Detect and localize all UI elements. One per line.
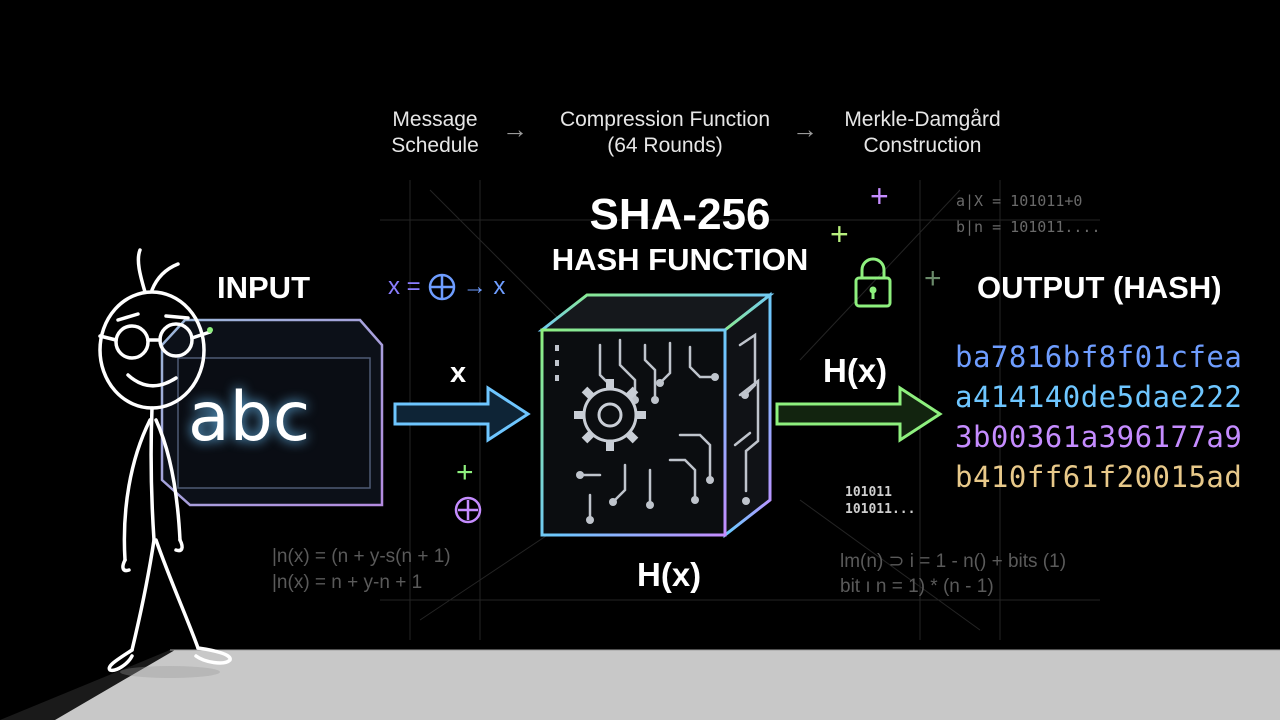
output-label: OUTPUT (HASH) xyxy=(977,270,1222,305)
bottom-left-formula-2: |n(x) = n + y-n + 1 xyxy=(272,572,423,593)
bits-line-2: 101011... xyxy=(845,502,916,517)
gear-icon xyxy=(574,379,646,451)
hash-cube xyxy=(537,291,775,539)
hash-line-3: 3b00361a396177a9 xyxy=(955,420,1243,454)
output-arrow-label: H(x) xyxy=(823,352,888,389)
formula-right: → x xyxy=(462,273,506,300)
lock-icon xyxy=(854,257,892,308)
title-sha256: SHA-256 xyxy=(589,190,771,239)
stick-figure-icon xyxy=(98,248,232,678)
xor-icon xyxy=(428,273,455,301)
pipeline-arrow-2: → xyxy=(792,114,818,144)
plus-icon-purple: + xyxy=(870,178,889,214)
top-right-formula-1: a|X = 101011+0 xyxy=(956,192,1083,210)
formula-left: x = xyxy=(388,273,421,300)
input-arrow-label: x xyxy=(450,357,467,389)
cube-label: H(x) xyxy=(637,556,702,593)
top-right-formula-2: b|n = 101011.... xyxy=(956,218,1101,236)
input-label: INPUT xyxy=(217,270,310,305)
bottom-left-formula-1: |n(x) = (n + y-s(n + 1) xyxy=(272,546,451,567)
bits-line-1: 101011 xyxy=(845,485,892,500)
xor-formula: x = → x xyxy=(388,272,505,302)
plus-icon: + xyxy=(456,456,474,489)
xor-icon-small xyxy=(454,496,482,524)
title-hash-function: HASH FUNCTION xyxy=(551,242,809,277)
pipeline-step-message-schedule: Message Schedule xyxy=(391,108,479,157)
pipeline-arrow-1: → xyxy=(502,114,528,144)
pipeline-step-compression: Compression Function (64 Rounds) xyxy=(559,108,771,157)
pipeline-step-merkle: Merkle-Damgård Construction xyxy=(844,108,1001,157)
floor xyxy=(0,649,1280,720)
hash-line-2: a414140de5dae222 xyxy=(955,380,1243,414)
input-window xyxy=(160,318,384,507)
input-value: abc xyxy=(188,378,311,457)
hash-line-4: b410ff61f20015ad xyxy=(955,460,1243,494)
arrow-right-icon-output xyxy=(775,385,943,443)
arrow-right-icon xyxy=(393,385,531,443)
plus-icon-grey: + xyxy=(924,262,942,295)
bottom-right-formula-2: bit ı n = 1) * (n - 1) xyxy=(840,576,994,597)
hash-line-1: ba7816bf8f01cfea xyxy=(955,340,1243,374)
bottom-right-formula-1: lm(n) ⊃ i = 1 - n() + bits (1) xyxy=(840,551,1067,572)
plus-icon-green: + xyxy=(830,216,849,252)
